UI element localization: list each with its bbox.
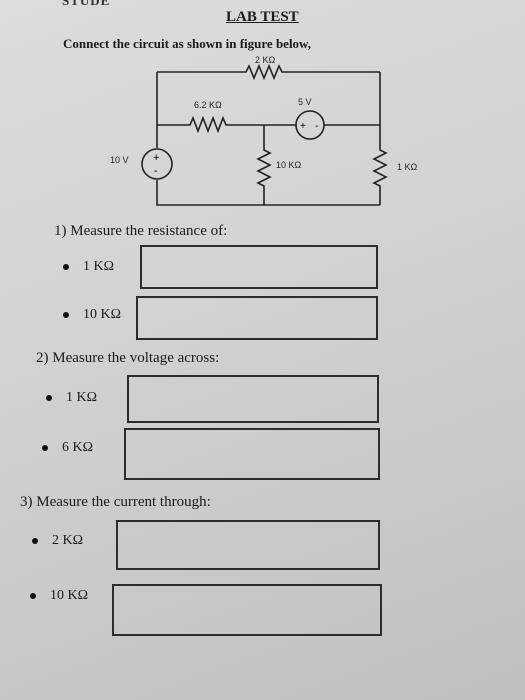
label-r-1k: 1 KΩ bbox=[397, 162, 418, 172]
q2-answer-box-1[interactable] bbox=[127, 375, 379, 423]
label-r-top: 2 KΩ bbox=[255, 55, 276, 65]
wire-top bbox=[157, 63, 380, 81]
bullet-icon bbox=[63, 263, 69, 270]
label-r-mid: 6.2 KΩ bbox=[194, 100, 222, 110]
q3-answer-box-2[interactable] bbox=[112, 584, 382, 636]
source-5v-plus: + bbox=[300, 121, 306, 132]
resistor-10k bbox=[256, 125, 272, 205]
q3-item-1: 2 KΩ bbox=[32, 533, 83, 549]
label-r-10k: 10 KΩ bbox=[276, 160, 302, 170]
bullet-icon bbox=[30, 592, 36, 599]
wire-mid bbox=[157, 115, 296, 134]
wire-left-lower bbox=[156, 180, 380, 206]
q2-answer-box-2[interactable] bbox=[124, 428, 380, 480]
q1-item-1-text: 1 KΩ bbox=[83, 259, 115, 274]
q1-answer-box-1[interactable] bbox=[140, 245, 378, 289]
bullet-icon bbox=[63, 311, 69, 318]
question-2-label: 2) Measure the voltage across: bbox=[36, 350, 220, 366]
q3-item-2-text: 10 KΩ bbox=[50, 588, 89, 603]
label-source-5v: 5 V bbox=[298, 97, 312, 107]
bullet-icon bbox=[42, 444, 48, 451]
q1-item-1: 1 KΩ bbox=[63, 259, 114, 275]
resistor-1k bbox=[372, 72, 388, 205]
page-title: LAB TEST bbox=[226, 9, 299, 25]
source-5v-minus: - bbox=[315, 121, 318, 132]
q2-item-2-text: 6 KΩ bbox=[62, 440, 94, 455]
circuit-diagram: + - + - bbox=[141, 63, 388, 206]
source-5v-symbol bbox=[295, 110, 325, 140]
bullet-icon bbox=[32, 537, 38, 544]
q3-item-1-text: 2 KΩ bbox=[52, 533, 84, 548]
source-10v-minus: - bbox=[154, 165, 158, 177]
q1-item-2-text: 10 KΩ bbox=[83, 307, 122, 322]
q2-item-1: 1 KΩ bbox=[46, 390, 97, 406]
q2-item-1-text: 1 KΩ bbox=[66, 390, 98, 405]
instruction-text: Connect the circuit as shown in figure b… bbox=[63, 36, 311, 51]
page-top-fragment: STUDE bbox=[62, 0, 111, 8]
label-source-10v: 10 V bbox=[110, 155, 129, 165]
bullet-icon bbox=[46, 394, 52, 401]
q2-item-2: 6 KΩ bbox=[42, 440, 93, 456]
q1-item-2: 10 KΩ bbox=[63, 307, 121, 323]
source-10v-plus: + bbox=[153, 152, 159, 164]
source-10v-symbol bbox=[141, 148, 173, 180]
q3-answer-box-1[interactable] bbox=[116, 520, 380, 570]
question-3-label: 3) Measure the current through: bbox=[20, 494, 211, 510]
q3-item-2: 10 KΩ bbox=[30, 588, 88, 604]
question-1-label: 1) Measure the resistance of: bbox=[54, 223, 228, 239]
q1-answer-box-2[interactable] bbox=[136, 296, 378, 340]
